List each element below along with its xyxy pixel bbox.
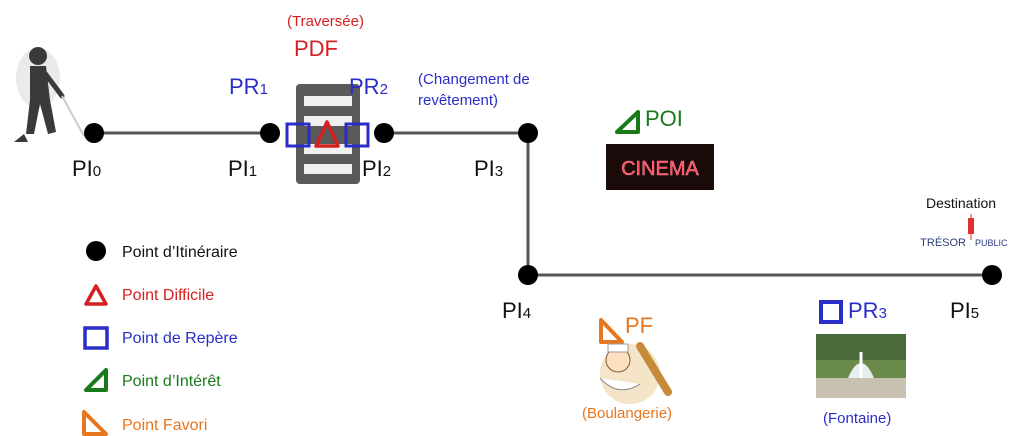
fountain-image bbox=[816, 334, 906, 398]
pr3-square bbox=[819, 300, 843, 324]
destination-label: Destination bbox=[926, 195, 996, 211]
pdf-triangle bbox=[314, 120, 340, 148]
pr2-label: PR2 bbox=[349, 74, 388, 99]
legend-blue-square-icon bbox=[83, 326, 109, 350]
baker-image bbox=[599, 342, 672, 404]
label-pi4: PI4 bbox=[502, 298, 531, 323]
pr1-square bbox=[285, 122, 311, 148]
label-pi3: PI3 bbox=[474, 156, 503, 181]
pr3-label: PR3 bbox=[848, 298, 887, 323]
poi-label: POI bbox=[645, 106, 683, 131]
pdf-label: PDF bbox=[294, 36, 338, 61]
node-pi2 bbox=[374, 123, 394, 143]
surface-change-line1: (Changement de bbox=[418, 71, 530, 88]
cinema-sign-image: CINEMA bbox=[606, 144, 714, 190]
route-path bbox=[94, 131, 992, 277]
label-pi0: PI0 bbox=[72, 156, 101, 181]
legend-label-interet: Point d’Intérêt bbox=[122, 373, 221, 390]
poi-triangle-icon bbox=[615, 110, 640, 134]
label-pi1: PI1 bbox=[228, 156, 257, 181]
label-pi2: PI2 bbox=[362, 156, 391, 181]
legend-orange-triangle-icon bbox=[82, 410, 108, 436]
pedestrian-with-cane-icon bbox=[14, 47, 85, 142]
svg-text:TRÉSOR: TRÉSOR bbox=[920, 236, 966, 249]
legend-green-triangle-icon bbox=[84, 368, 108, 392]
pf-label: PF bbox=[625, 313, 653, 338]
pr2-square bbox=[344, 122, 370, 148]
pr1-label: PR1 bbox=[229, 74, 268, 99]
crosswalk bbox=[296, 84, 360, 184]
legend-dot-icon bbox=[86, 241, 106, 261]
node-pi4 bbox=[518, 265, 538, 285]
legend-label-favori: Point Favori bbox=[122, 417, 207, 434]
node-pi0 bbox=[84, 123, 104, 143]
node-pi5 bbox=[982, 265, 1002, 285]
pf-caption: (Boulangerie) bbox=[582, 405, 672, 422]
svg-text:PUBLIC: PUBLIC bbox=[975, 238, 1008, 248]
legend-red-triangle-icon bbox=[84, 284, 108, 306]
surface-change-line2: revêtement) bbox=[418, 92, 498, 109]
legend-label-itineraire: Point d’Itinéraire bbox=[122, 244, 238, 261]
legend: Point d’Itinéraire Point Difficile Point… bbox=[82, 241, 238, 436]
fountain-caption: (Fontaine) bbox=[823, 410, 891, 427]
crossing-note: (Traversée) bbox=[287, 13, 364, 30]
label-pi5: PI5 bbox=[950, 298, 979, 323]
pf-triangle-icon bbox=[599, 318, 624, 344]
legend-label-repere: Point de Repère bbox=[122, 330, 238, 347]
node-pi3 bbox=[518, 123, 538, 143]
node-pi1 bbox=[260, 123, 280, 143]
tresor-public-logo: TRÉSOR PUBLIC bbox=[920, 214, 1008, 249]
legend-label-difficile: Point Difficile bbox=[122, 287, 214, 304]
cinema-sign-text: CINEMA bbox=[621, 158, 699, 180]
